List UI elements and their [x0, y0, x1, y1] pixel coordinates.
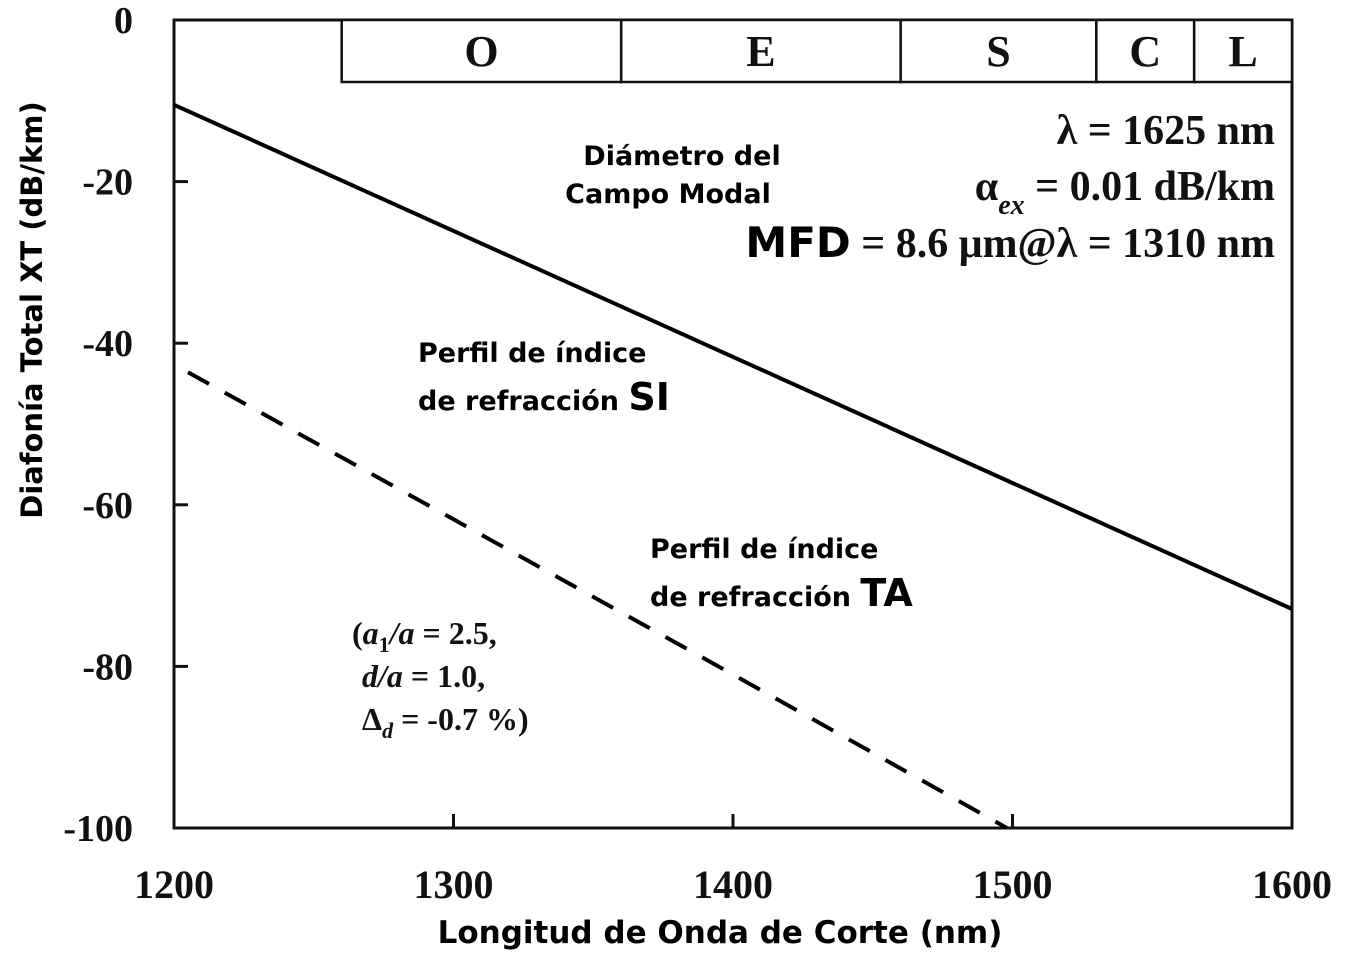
y-tick-label: 0	[114, 0, 133, 42]
ta-parameters: (a1/a = 2.5, d/a = 1.0, Δd = -0.7 %)	[352, 615, 529, 743]
band-l	[1192, 18, 1294, 84]
x-tick-label: 1200	[134, 862, 214, 907]
band-label: S	[986, 27, 1010, 76]
ta-label-line2: de refracción TA	[650, 571, 913, 615]
alpha-annotation: αex = 0.01 dB/km	[975, 164, 1275, 221]
param-a1-ratio: (a1/a = 2.5,	[352, 615, 497, 657]
si-label-line1: Perfil de índice	[418, 338, 647, 369]
y-tick-label: -40	[82, 323, 133, 365]
band-e	[619, 18, 902, 84]
band-label: O	[464, 27, 498, 76]
y-tick-label: -100	[63, 808, 133, 850]
x-tick-labels: 1200 1300 1400 1500 1600	[134, 862, 1332, 907]
band-o	[340, 18, 623, 84]
band-label: E	[746, 27, 775, 76]
y-tick-label: -60	[82, 485, 133, 527]
band-label: C	[1129, 27, 1161, 76]
x-axis-title: Longitud de Onda de Corte (nm)	[438, 915, 1003, 951]
x-tick-label: 1500	[973, 862, 1053, 907]
y-tick-label: -20	[82, 162, 133, 204]
x-tick-label: 1600	[1252, 862, 1332, 907]
x-tick-label: 1400	[693, 862, 773, 907]
lambda-annotation: λ = 1625 nm	[1057, 108, 1275, 154]
y-tick-labels: 0 -20 -40 -60 -80 -100	[63, 0, 133, 850]
y-tick-label: -80	[82, 646, 133, 688]
band-c	[1095, 18, 1196, 84]
mfd-annotation: MFD = 8.6 μm@λ = 1310 nm	[745, 218, 1275, 267]
si-label-line2: de refracción SI	[418, 375, 670, 419]
ta-label-line1: Perfil de índice	[650, 534, 879, 565]
series-ta-dashed-line	[187, 370, 1008, 830]
mfd-caption-line2: Campo Modal	[565, 179, 771, 210]
x-tick-label: 1300	[414, 862, 494, 907]
param-delta-d: Δd = -0.7 %)	[362, 701, 529, 743]
param-d-ratio: d/a = 1.0,	[362, 658, 485, 694]
mfd-caption-line1: Diámetro del	[583, 141, 780, 172]
y-axis-title: Diafonía Total XT (dB/km)	[15, 101, 49, 518]
axis-ticks	[174, 180, 1014, 828]
band-label: L	[1228, 27, 1257, 76]
series-si-line	[173, 102, 1293, 611]
